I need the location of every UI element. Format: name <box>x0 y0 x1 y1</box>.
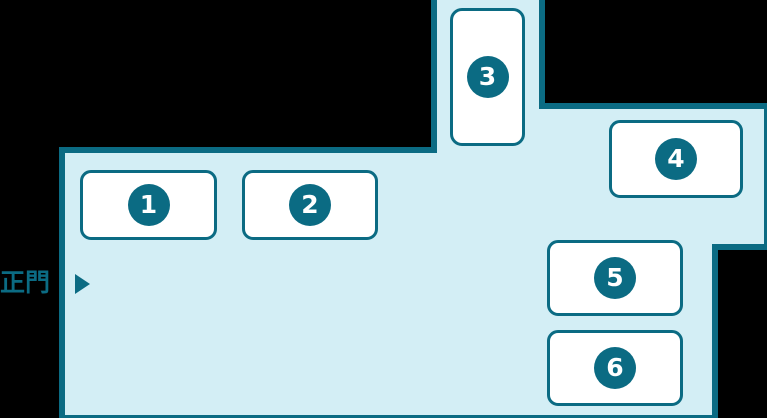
room-badge-1: 1 <box>127 184 170 226</box>
room-badge-5: 5 <box>594 257 636 299</box>
room-badge-4: 4 <box>655 138 697 180</box>
triangle-right-icon <box>75 274 90 294</box>
room-box-5[interactable]: 5 <box>547 240 683 316</box>
room-box-4[interactable]: 4 <box>609 120 743 198</box>
room-box-3[interactable]: 3 <box>450 8 525 146</box>
room-box-1[interactable]: 1 <box>80 170 217 240</box>
room-box-6[interactable]: 6 <box>547 330 683 406</box>
room-badge-3: 3 <box>466 56 509 98</box>
room-badge-2: 2 <box>289 184 331 226</box>
main-gate-label: 正門 <box>0 268 51 297</box>
room-badge-6: 6 <box>594 347 636 389</box>
room-box-2[interactable]: 2 <box>242 170 378 240</box>
